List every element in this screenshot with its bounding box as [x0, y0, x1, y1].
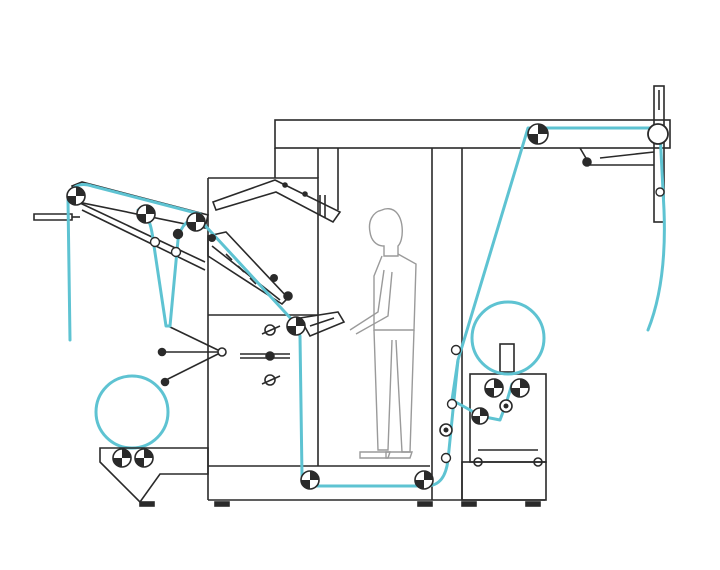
- idler-10-core: [503, 403, 509, 409]
- roller-table: [286, 316, 306, 336]
- roller-arm-3: [186, 212, 206, 232]
- roller-arm-2: [136, 204, 156, 224]
- roller-bottom-left: [300, 470, 320, 490]
- idler-6: [450, 344, 462, 356]
- roller-base-1: [112, 448, 132, 468]
- unwind-roll: [94, 374, 170, 450]
- rollers: [66, 123, 669, 490]
- idler-3: [172, 228, 184, 240]
- idler-9: [440, 452, 452, 464]
- left-feed-arm: [33, 181, 209, 271]
- base-frame: [99, 447, 545, 507]
- tension-arms: [157, 325, 227, 387]
- roller-bottom-right: [414, 470, 434, 490]
- roller-rewind-2: [510, 378, 530, 398]
- operator: [349, 207, 417, 459]
- spreader-units: [240, 324, 290, 386]
- roller-rewind-1: [484, 378, 504, 398]
- idler-7: [446, 398, 458, 410]
- roller-gantry: [527, 123, 549, 145]
- idler-11: [655, 187, 665, 197]
- idler-2: [170, 246, 182, 258]
- roller-base-2: [134, 448, 154, 468]
- idler-1: [149, 236, 161, 248]
- idler-8-core: [443, 427, 449, 433]
- inspection-table: [283, 291, 346, 338]
- web-path: [66, 126, 666, 488]
- top-gantry: [274, 85, 671, 500]
- idler-4: [208, 234, 216, 242]
- roller-rewind-3: [471, 407, 489, 425]
- inspection-cabinet: [207, 177, 342, 500]
- gantry-end-roller: [647, 123, 669, 145]
- rewind-roll: [470, 300, 546, 376]
- idler-5: [270, 274, 278, 282]
- roller-arm-1: [66, 186, 86, 206]
